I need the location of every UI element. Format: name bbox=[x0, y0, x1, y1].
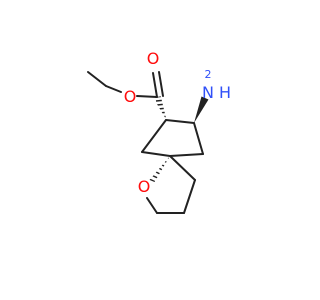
bond-c6-c9 bbox=[193, 122, 204, 155]
ester-oxygen-label: O bbox=[124, 87, 137, 106]
bond-carbonyl-c-ester-o bbox=[136, 95, 158, 98]
bond-c7-c6 bbox=[165, 119, 195, 124]
hashed-wedge-ester bbox=[154, 96, 167, 118]
bond-spiro-c4 bbox=[169, 155, 196, 181]
amine-hydrogen-label: H bbox=[219, 83, 231, 102]
bond-carbonyl-c-o-1 bbox=[152, 72, 158, 98]
bond-ester-o-methyl bbox=[105, 85, 122, 93]
structure-diagram: O O O N H 2 bbox=[87, 49, 231, 214]
bond-c9-spiro bbox=[169, 153, 204, 157]
amine-nitrogen-label: N bbox=[202, 83, 214, 102]
wedge-bond-amine bbox=[194, 96, 209, 123]
bond-c2-ring-oxygen bbox=[146, 197, 158, 214]
carbonyl-oxygen-label: O bbox=[147, 49, 160, 68]
bond-carbonyl-c-o-2 bbox=[158, 71, 164, 97]
bond-spiro-c8 bbox=[141, 151, 171, 157]
bond-c4-c3 bbox=[183, 179, 196, 214]
bond-c8-c7 bbox=[141, 119, 167, 153]
bond-methyl bbox=[87, 71, 107, 87]
hashed-wedge-spiro-oxygen bbox=[149, 156, 170, 182]
ring-oxygen-label: O bbox=[138, 177, 151, 196]
amine-hydrogen-count-label: 2 bbox=[205, 68, 212, 81]
